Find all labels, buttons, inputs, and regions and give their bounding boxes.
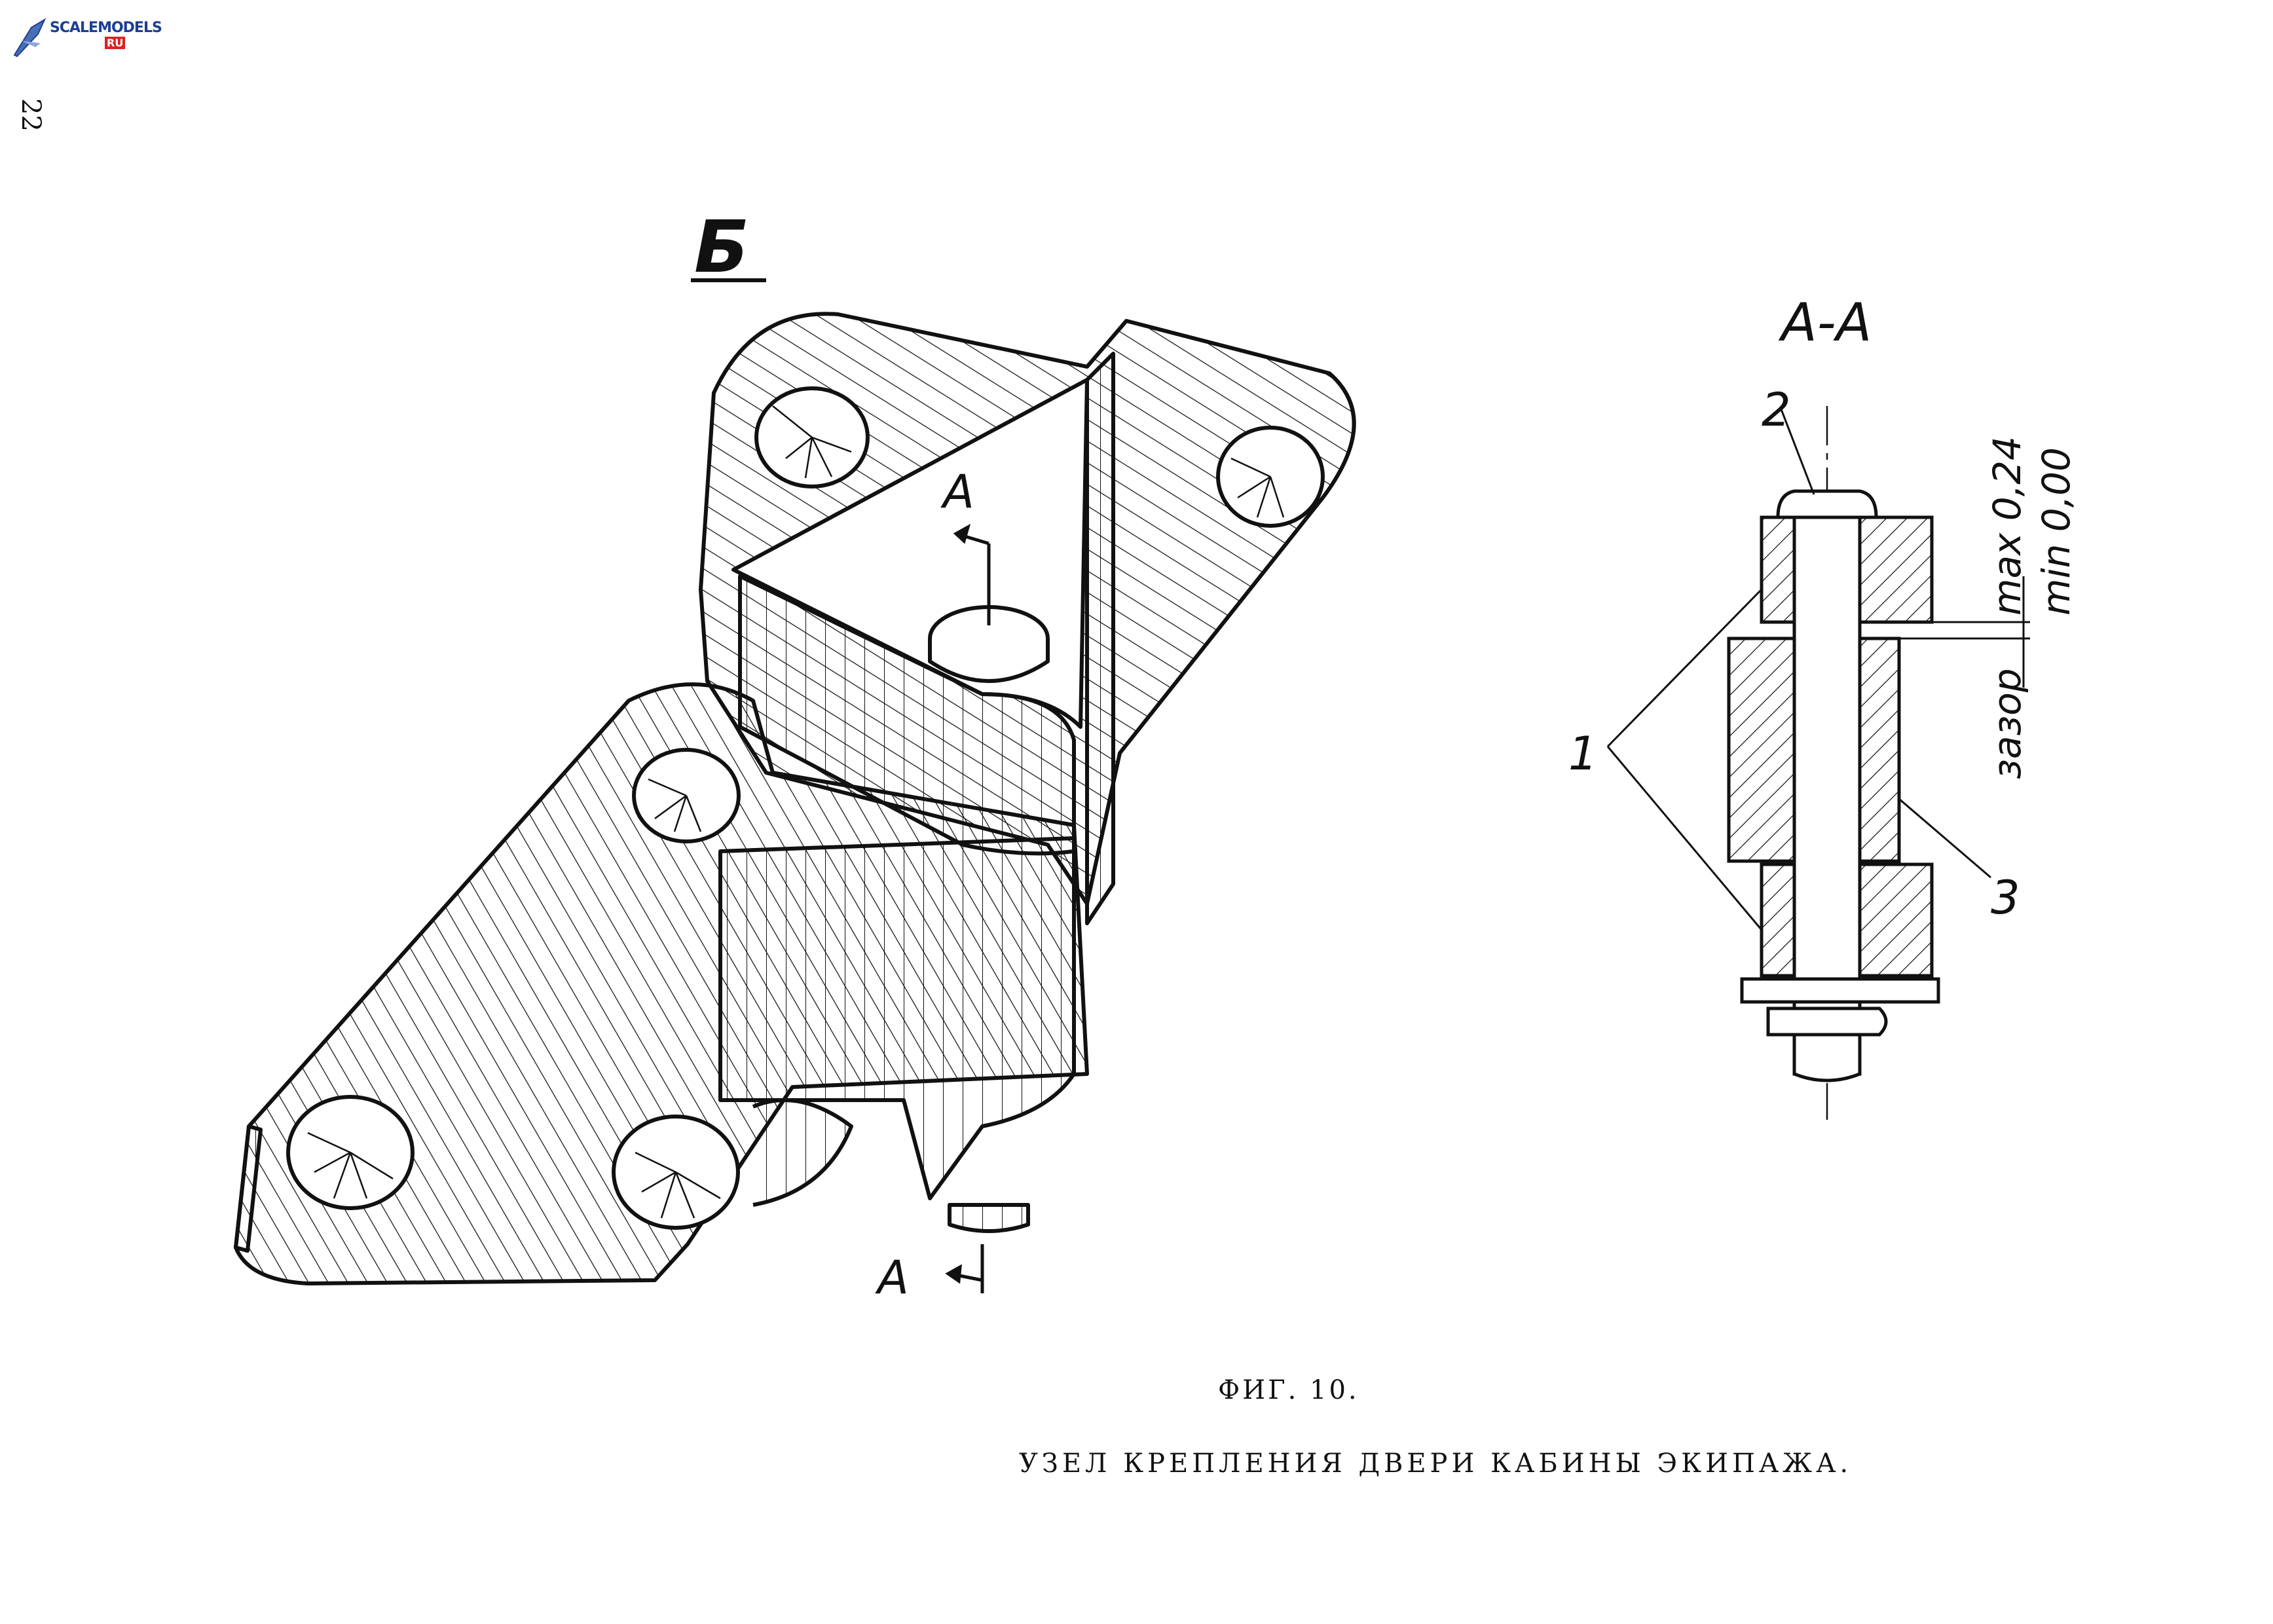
lower-bracket-edge <box>234 1124 263 1253</box>
pin-thread-end <box>948 1203 1030 1233</box>
gap-max: max 0,24 <box>1985 436 2029 616</box>
logo-text: SCALEMODELS <box>50 20 162 36</box>
site-logo[interactable]: SCALEMODELS RU <box>12 14 162 60</box>
hinge-sleeve <box>718 836 1076 1200</box>
section-marker-top: А <box>940 465 991 625</box>
airplane-icon <box>13 18 46 58</box>
section-a-a-label: А-А <box>1778 292 1872 353</box>
figure-title: УЗЕЛ КРЕПЛЕНИЯ ДВЕРИ КАБИНЫ ЭКИПАЖА. <box>1019 1449 1853 1479</box>
pin-head-section <box>1776 489 1878 519</box>
cotter-pin <box>1766 1006 1888 1037</box>
section-a-a: А-А <box>1568 292 2030 1120</box>
section-marker-bottom: А <box>875 1244 984 1304</box>
pin-head <box>928 605 1050 683</box>
gap-min: min 0,00 <box>2034 447 2079 616</box>
callout-3: 3 <box>1991 871 2020 925</box>
svg-text:А: А <box>875 1251 909 1304</box>
logo-suffix: RU <box>105 37 126 49</box>
svg-text:А: А <box>940 465 974 519</box>
callout-1: 1 <box>1568 727 1598 781</box>
callout-2: 2 <box>1762 383 1791 437</box>
svg-text:Б: Б <box>694 205 749 289</box>
washer <box>1740 977 1940 1004</box>
gap-dimension: зазор max 0,24 min 0,00 <box>1985 436 2079 779</box>
vertical-web <box>1085 352 1115 925</box>
upper-sleeve <box>738 574 1076 856</box>
lower-washer <box>752 1098 853 1207</box>
gap-label: зазор <box>1985 668 2029 779</box>
hinge-bracket-isometric <box>234 312 1356 1285</box>
figure-number: ФИГ. 10. <box>1218 1375 1359 1405</box>
view-b-label: Б <box>691 205 766 289</box>
